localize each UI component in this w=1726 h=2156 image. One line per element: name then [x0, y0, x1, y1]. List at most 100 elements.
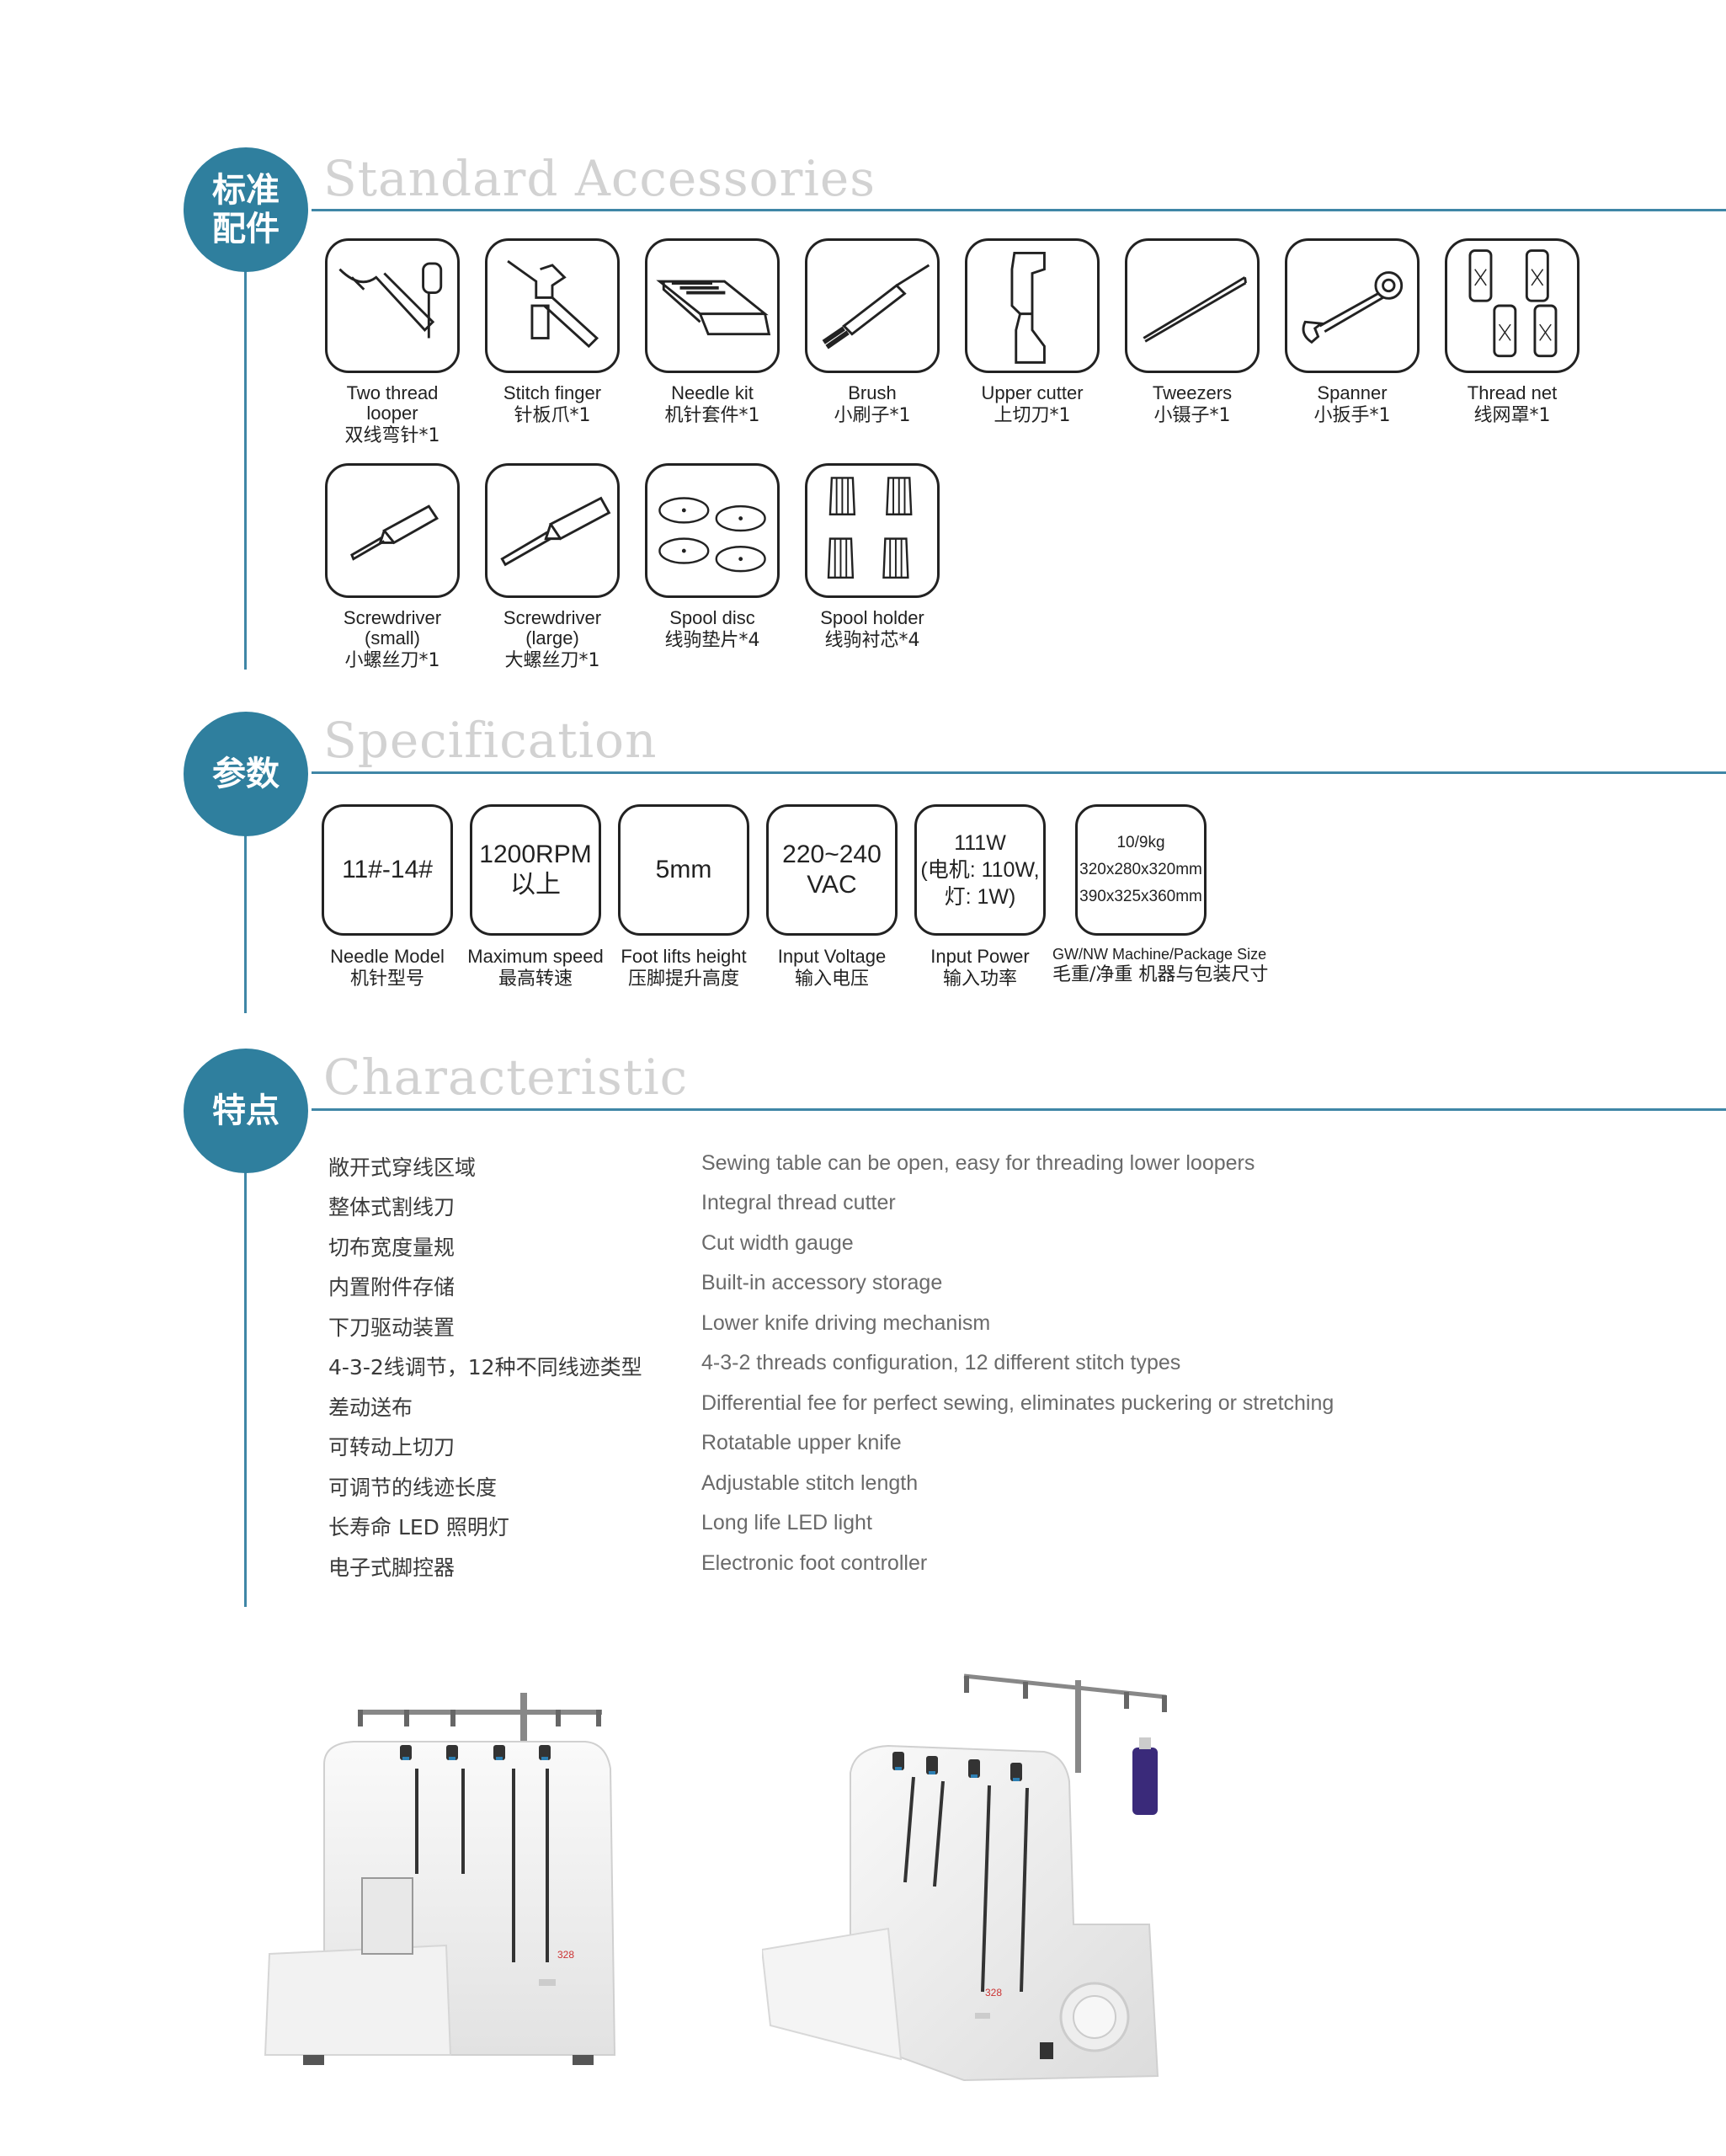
accessory-name-zh: 大螺丝刀*1	[504, 650, 600, 671]
upper-cutter-icon	[965, 238, 1100, 373]
accessory-name-en: Tweezers	[1152, 382, 1233, 403]
spec-label-zh: 最高转速	[498, 969, 573, 990]
characteristic-en: Built-in accessory storage	[701, 1271, 943, 1294]
screwdriver-small-icon	[325, 463, 460, 598]
accessory-item: Spanner 小扳手*1	[1282, 238, 1422, 429]
characteristic-en: Sewing table can be open, easy for threa…	[701, 1151, 1255, 1175]
accessory-name-zh: 小扳手*1	[1313, 405, 1391, 426]
accessory-name-zh: 小镊子*1	[1153, 405, 1231, 426]
characteristic-zh: 切布宽度量规	[328, 1235, 455, 1260]
spanner-icon	[1285, 238, 1420, 373]
spec-label-zh: 毛重/净重 机器与包装尺寸	[1052, 964, 1269, 985]
accessory-name-zh: 机针套件*1	[664, 405, 760, 426]
characteristic-en: Electronic foot controller	[701, 1551, 928, 1575]
machine-model-label: 328	[985, 1987, 1002, 1999]
stitch-finger-icon	[485, 238, 620, 373]
spec-input-power: 111W (电机: 110W, 灯: 1W) Input Power 输入功率	[904, 804, 1056, 991]
spec-max-speed: 1200RPM 以上 Maximum speed 最高转速	[460, 804, 611, 991]
section-badge-specification: 参数	[184, 712, 308, 836]
characteristic-row: 电子式脚控器 Electronic foot controller	[328, 1551, 927, 1585]
characteristic-en: Integral thread cutter	[701, 1191, 896, 1214]
section-badge-accessories: 标准 配件	[184, 147, 308, 272]
accessory-item: Thread net 线网罩*1	[1442, 238, 1582, 429]
needle-kit-icon	[645, 238, 780, 373]
characteristic-zh: 内置附件存储	[328, 1275, 455, 1299]
spec-value: 11#-14#	[322, 804, 453, 936]
accessory-name-en: Upper cutter	[981, 382, 1084, 403]
spec-value: 1200RPM 以上	[470, 804, 601, 936]
characteristic-en: Adjustable stitch length	[701, 1471, 919, 1495]
accessory-name-zh: 上切刀*1	[994, 405, 1071, 426]
characteristic-zh: 4-3-2线调节，12种不同线迹类型	[328, 1355, 642, 1380]
section-title-characteristic: Characteristic	[323, 1049, 689, 1106]
brush-icon	[805, 238, 940, 373]
section-connector-line	[244, 211, 247, 670]
accessory-item: Two thread looper 双线弯针*1	[322, 238, 462, 449]
accessory-name-en: Spool disc	[669, 607, 755, 628]
looper-icon	[325, 238, 460, 373]
section-badge-characteristic: 特点	[184, 1049, 308, 1173]
characteristic-zh: 可转动上切刀	[328, 1435, 455, 1460]
section-title-accessories: Standard Accessories	[323, 150, 876, 207]
spec-label-en: Needle Model	[330, 946, 445, 967]
section-divider	[312, 1108, 1726, 1111]
accessory-name-en: Screwdriver (large)	[503, 607, 602, 648]
characteristic-en: Lower knife driving mechanism	[701, 1311, 991, 1335]
characteristic-row: 下刀驱动装置 Lower knife driving mechanism	[328, 1311, 990, 1345]
accessory-name-zh: 线驹垫片*4	[664, 630, 760, 651]
accessory-name-en: Spool holder	[820, 607, 924, 628]
spec-value: 10/9kg 320x280x320mm 390x325x360mm	[1075, 804, 1207, 936]
accessory-name-zh: 线网罩*1	[1473, 405, 1551, 426]
accessory-name-zh: 小刷子*1	[834, 405, 911, 426]
characteristic-zh: 可调节的线迹长度	[328, 1476, 498, 1500]
spool-disc-icon	[645, 463, 780, 598]
machine-image-front: 328	[253, 1684, 648, 2080]
accessory-name-en: Screwdriver (small)	[343, 607, 442, 648]
accessory-item: Stitch finger 针板爪*1	[482, 238, 622, 429]
characteristic-en: Differential fee for perfect sewing, eli…	[701, 1391, 1334, 1415]
spec-label-en: Input Power	[930, 946, 1030, 967]
characteristic-row: 4-3-2线调节，12种不同线迹类型 4-3-2 threads configur…	[328, 1351, 1180, 1385]
section-divider	[312, 771, 1726, 774]
characteristic-en: Long life LED light	[701, 1511, 872, 1534]
accessory-item: Spool disc 线驹垫片*4	[642, 463, 782, 654]
machine-model-label: 328	[557, 1949, 574, 1961]
accessory-name-zh: 线驹衬芯*4	[824, 630, 920, 651]
accessory-item: Screwdriver (large) 大螺丝刀*1	[482, 463, 622, 674]
thread-net-icon	[1445, 238, 1580, 373]
accessory-name-zh: 小螺丝刀*1	[344, 650, 440, 671]
section-connector-line	[244, 773, 247, 1013]
section-divider	[312, 209, 1726, 211]
spec-label-zh: 压脚提升高度	[627, 969, 739, 990]
tweezers-icon	[1125, 238, 1260, 373]
spec-input-voltage: 220~240 VAC Input Voltage 输入电压	[756, 804, 908, 991]
accessory-name-en: Two thread looper	[346, 382, 439, 424]
characteristic-zh: 整体式割线刀	[328, 1195, 455, 1219]
characteristic-zh: 下刀驱动装置	[328, 1315, 455, 1340]
spec-label-en: GW/NW Machine/Package Size	[1052, 946, 1267, 963]
spec-label-zh: 输入电压	[794, 969, 869, 990]
accessory-item: Needle kit 机针套件*1	[642, 238, 782, 429]
accessory-item: Spool holder 线驹衬芯*4	[802, 463, 942, 654]
accessory-item: Screwdriver (small) 小螺丝刀*1	[322, 463, 462, 674]
characteristic-zh: 敞开式穿线区域	[328, 1155, 477, 1180]
characteristic-zh: 电子式脚控器	[328, 1556, 455, 1580]
spec-label-zh: 机针型号	[349, 969, 424, 990]
accessory-item: Brush 小刷子*1	[802, 238, 942, 429]
spec-value: 5mm	[618, 804, 749, 936]
spec-value: 220~240 VAC	[766, 804, 898, 936]
accessory-name-zh: 针板爪*1	[514, 405, 591, 426]
section-connector-line	[244, 1110, 247, 1607]
spec-foot-lift: 5mm Foot lifts height 压脚提升高度	[608, 804, 759, 991]
accessory-name-en: Spanner	[1317, 382, 1388, 403]
characteristic-row: 整体式割线刀 Integral thread cutter	[328, 1191, 896, 1225]
accessory-name-zh: 双线弯针*1	[344, 425, 440, 446]
characteristic-en: Cut width gauge	[701, 1231, 854, 1255]
accessory-item: Upper cutter 上切刀*1	[962, 238, 1102, 429]
characteristic-en: 4-3-2 threads configuration, 12 differen…	[701, 1351, 1181, 1374]
spec-value: 111W (电机: 110W, 灯: 1W)	[914, 804, 1046, 936]
section-title-specification: Specification	[323, 712, 658, 769]
